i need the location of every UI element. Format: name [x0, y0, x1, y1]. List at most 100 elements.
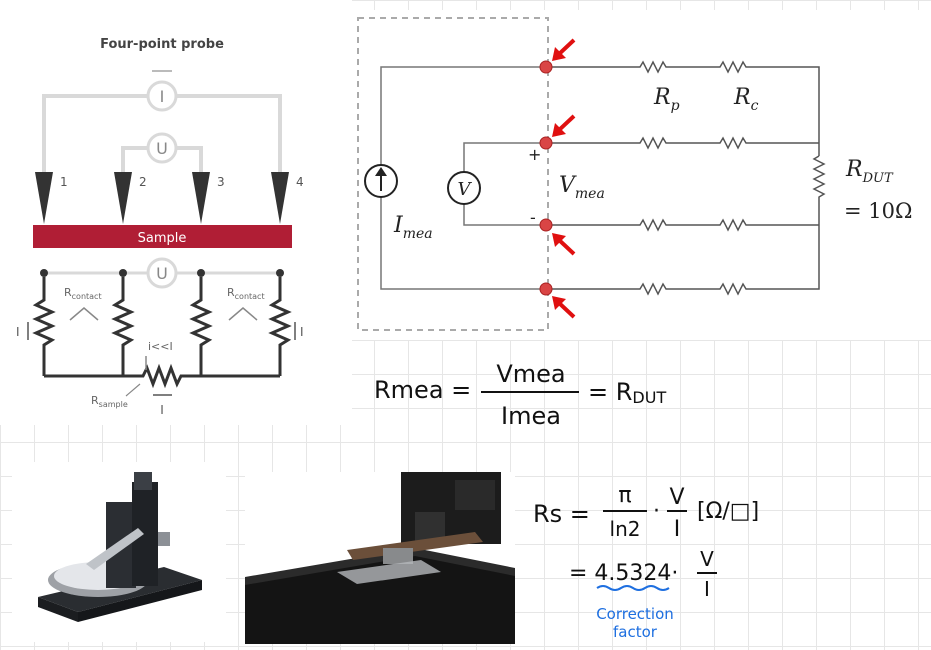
four-point-probe-diagram: Four-point probe I U 1 2 3 4 Sample U Rc… [16, 37, 304, 417]
probe-pin-3 [192, 172, 210, 224]
eq1-numerator: Vmea [496, 360, 565, 388]
sample-label: Sample [138, 231, 187, 246]
contact-resistor-1 [32, 277, 56, 376]
instrument-box [357, 17, 549, 331]
line-3 [546, 218, 819, 232]
rc-label: Rc [733, 85, 759, 114]
eq2-unit: [Ω/□] [697, 499, 759, 524]
node-4 [276, 269, 284, 277]
correction-underline [596, 585, 670, 591]
line-1 [546, 60, 820, 156]
vmea-label: Vmea [559, 173, 605, 202]
equivalent-circuit-diagram: Imea V + - Vmea Rp Rc RDUT = 10Ω [357, 17, 912, 331]
r-sample-pointer [125, 383, 141, 397]
node-3 [197, 269, 205, 277]
probe-arm [86, 528, 144, 570]
eq1-rhs: = RDUT [588, 378, 666, 407]
voltmeter-symbol: V [458, 179, 473, 200]
current-wire-right [177, 94, 282, 172]
node-b [539, 136, 553, 150]
lower-voltmeter-circle [146, 257, 178, 289]
sample-bar [33, 225, 292, 248]
red-arrow-2 [552, 114, 576, 137]
voltage-wire-right [177, 146, 203, 172]
r-contact-right: Rcontact [227, 286, 265, 301]
eq1-denominator: Imea [501, 402, 561, 430]
pin-label-1: 1 [60, 175, 68, 189]
r-sample-label: Rsample [91, 394, 128, 409]
eq2-lhs: Rs = [533, 500, 590, 528]
sample-resistor [44, 363, 280, 389]
plus-sign: + [528, 145, 541, 164]
vmeter-wire-top [463, 142, 546, 172]
equation-1: Rmea = Vmea Imea = RDUT [366, 352, 696, 434]
eq2-v2: V [700, 547, 714, 571]
correction-note-2: factor [613, 623, 658, 641]
four-point-probe-panel: Four-point probe I U 1 2 3 4 Sample U Rc… [0, 0, 352, 425]
node-1 [40, 269, 48, 277]
probe-station-photo [12, 462, 226, 642]
probe-card [347, 532, 483, 560]
probe-pins [383, 548, 413, 564]
contact-arrows-right [228, 307, 258, 321]
red-arrow-3 [552, 233, 576, 256]
node-a [539, 60, 553, 74]
eq2-v: V [669, 485, 684, 510]
voltmeter-circle [146, 132, 178, 164]
node-2 [119, 269, 127, 277]
contact-arrows-left [69, 307, 99, 321]
small-current-label: i<<I [148, 340, 173, 353]
r-contact-left: Rcontact [64, 286, 102, 301]
equation-2: Rs = π ln2 · V I [Ω/□] = 4.5324· V I Cor… [525, 470, 815, 645]
node-d [539, 282, 553, 296]
equivalent-circuit-panel: Imea V + - Vmea Rp Rc RDUT = 10Ω [352, 10, 931, 340]
contact-resistor-2 [111, 277, 135, 376]
eq2-i: I [674, 517, 681, 542]
probe-pin-1 [35, 172, 53, 224]
red-arrow-1 [552, 38, 576, 61]
source-wire-top [380, 66, 546, 166]
dut-resistor [812, 155, 826, 208]
voltmeter-label: U [156, 139, 168, 158]
eq2-value: = 4.5324· [569, 561, 678, 586]
line-4 [546, 208, 820, 296]
probe-pin-4 [271, 172, 289, 224]
rdut-label: RDUT [845, 157, 894, 186]
eq1-lhs: Rmea = [374, 376, 471, 404]
station-knob-top [134, 472, 152, 490]
imea-label: Imea [393, 213, 433, 242]
node-c [539, 218, 553, 232]
eq2-dot: · [653, 499, 660, 524]
left-current-label: I [16, 325, 20, 339]
pin-label-2: 2 [139, 175, 147, 189]
sample-current-label: I [160, 403, 164, 417]
right-current-label: I [300, 325, 304, 339]
voltmeter [447, 171, 481, 205]
stage-surface [245, 552, 515, 644]
sample-glass [337, 560, 441, 584]
current-source-arrowhead [375, 167, 387, 176]
equation-1-svg: Rmea = Vmea Imea = RDUT [374, 360, 666, 430]
minus-sign: - [530, 208, 536, 227]
probe-title: Four-point probe [100, 37, 224, 52]
probe-pin-2 [114, 172, 132, 224]
current-source-circle [146, 80, 178, 112]
line-2 [546, 136, 819, 150]
pin-label-4: 4 [296, 175, 304, 189]
current-source-label: I [160, 87, 165, 106]
pin-label-3: 3 [217, 175, 225, 189]
eq2-pi: π [618, 483, 631, 508]
side-knob [158, 532, 170, 546]
probe-station-illustration [12, 462, 226, 642]
vmeter-wire-bottom [463, 204, 546, 226]
equation-2-svg: Rs = π ln2 · V I [Ω/□] = 4.5324· V I Cor… [533, 483, 759, 641]
lower-voltmeter-label: U [156, 264, 168, 283]
contact-resistor-4 [268, 277, 292, 376]
rdut-value: = 10Ω [844, 199, 912, 223]
source-wire-bottom [380, 196, 546, 290]
eq2-ln2: ln2 [610, 517, 641, 541]
correction-note-1: Correction [596, 605, 674, 623]
probe-head-photo [245, 472, 515, 644]
voltage-wire-left [121, 146, 147, 172]
current-wire-left [42, 94, 147, 172]
